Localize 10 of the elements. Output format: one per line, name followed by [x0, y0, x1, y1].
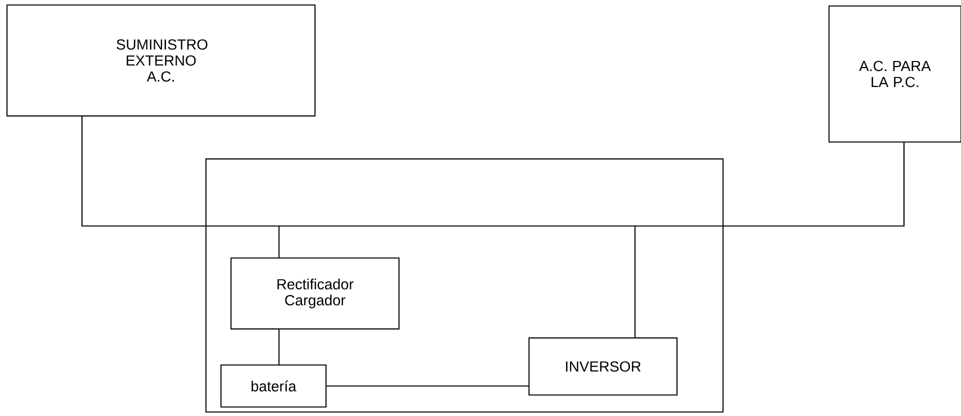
connector-line — [278, 330, 280, 364]
supply-box: SUMINISTRO EXTERNO A.C. — [6, 4, 316, 116]
rectifier-box: Rectificador Cargador — [230, 258, 400, 330]
battery-box: batería — [220, 364, 327, 408]
system-enclosure — [205, 158, 724, 413]
inverter-box: INVERSOR — [528, 337, 678, 396]
connector-line — [326, 385, 528, 387]
output-box: A.C. PARA LA P.C. — [828, 5, 961, 143]
connector-line — [81, 116, 280, 258]
connector-line — [634, 142, 905, 338]
